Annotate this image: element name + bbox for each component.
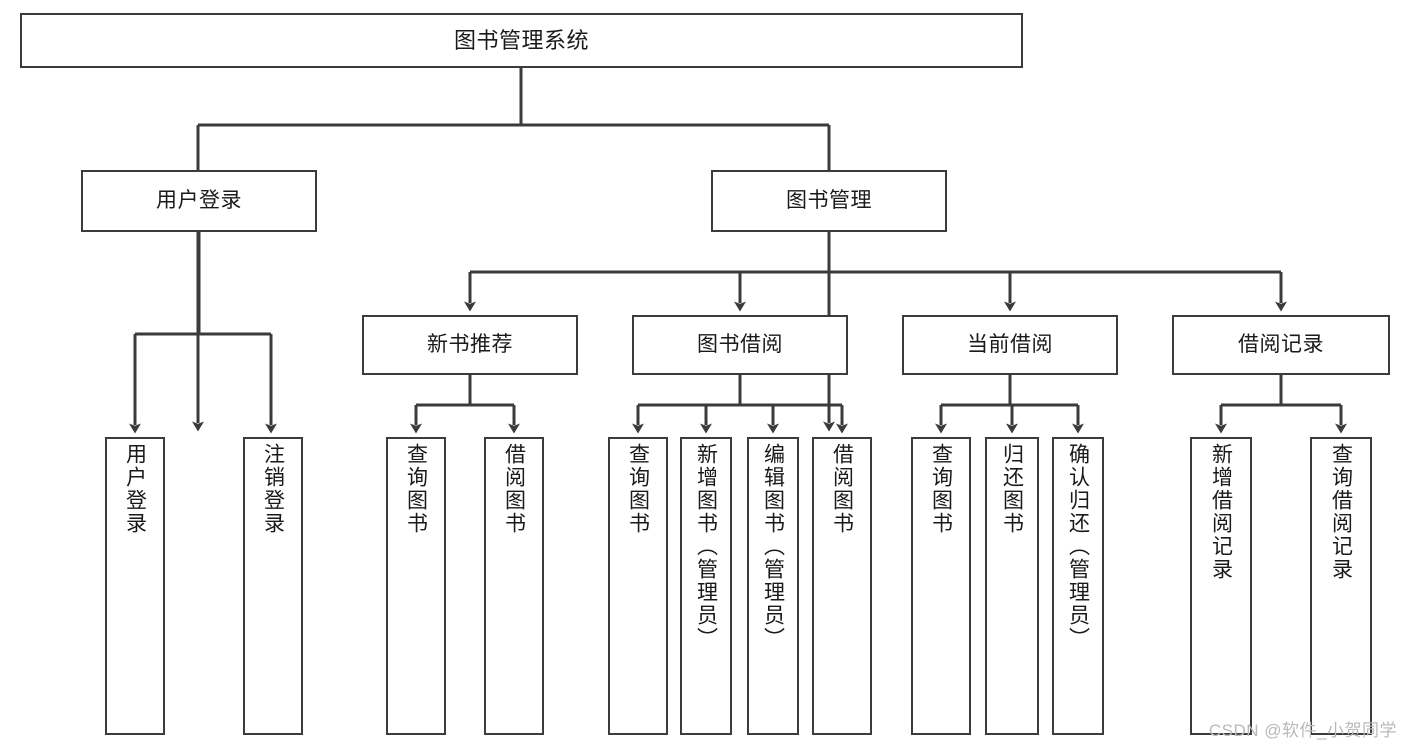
node-group-current-borrow[interactable]: 当前借阅 [902, 315, 1118, 375]
node-leaf-return-book-label: 归还图书 [1000, 443, 1024, 535]
node-leaf-borrow-book-recommend-label: 借阅图书 [502, 443, 526, 535]
node-leaf-query-book-recommend[interactable]: 查询图书 [386, 437, 446, 735]
node-leaf-user-login[interactable]: 用户登录 [105, 437, 165, 735]
node-leaf-confirm-return-admin[interactable]: 确认归还（管理员） [1052, 437, 1104, 735]
node-group-book-borrow[interactable]: 图书借阅 [632, 315, 848, 375]
node-leaf-add-book-admin-label: 新增图书（管理员） [694, 443, 718, 650]
node-leaf-query-book-current-label: 查询图书 [929, 443, 953, 535]
node-group-borrow-records[interactable]: 借阅记录 [1172, 315, 1390, 375]
node-leaf-query-borrow-record[interactable]: 查询借阅记录 [1310, 437, 1372, 735]
node-group-book-borrow-label: 图书借阅 [697, 332, 783, 356]
node-leaf-query-book-borrow[interactable]: 查询图书 [608, 437, 668, 735]
node-leaf-query-borrow-record-label: 查询借阅记录 [1329, 443, 1353, 581]
node-leaf-logout[interactable]: 注销登录 [243, 437, 303, 735]
node-leaf-borrow-book-recommend[interactable]: 借阅图书 [484, 437, 544, 735]
node-group-new-book-recommend-label: 新书推荐 [427, 332, 513, 356]
node-leaf-query-book-current[interactable]: 查询图书 [911, 437, 971, 735]
node-leaf-query-book-recommend-label: 查询图书 [404, 443, 428, 535]
node-branch-book-management[interactable]: 图书管理 [711, 170, 947, 232]
node-leaf-edit-book-admin-label: 编辑图书（管理员） [761, 443, 785, 650]
node-group-current-borrow-label: 当前借阅 [967, 332, 1053, 356]
node-leaf-query-book-borrow-label: 查询图书 [626, 443, 650, 535]
node-leaf-add-book-admin[interactable]: 新增图书（管理员） [680, 437, 732, 735]
node-leaf-borrow-book[interactable]: 借阅图书 [812, 437, 872, 735]
node-root[interactable]: 图书管理系统 [20, 13, 1023, 68]
node-group-borrow-records-label: 借阅记录 [1238, 332, 1324, 356]
node-leaf-user-login-label: 用户登录 [123, 443, 147, 535]
node-root-label: 图书管理系统 [453, 27, 589, 53]
node-leaf-add-borrow-record-label: 新增借阅记录 [1209, 443, 1233, 581]
node-leaf-confirm-return-admin-label: 确认归还（管理员） [1066, 443, 1090, 650]
node-group-new-book-recommend[interactable]: 新书推荐 [362, 315, 578, 375]
node-branch-user-login-label: 用户登录 [156, 188, 242, 212]
node-leaf-logout-label: 注销登录 [261, 443, 285, 535]
node-leaf-edit-book-admin[interactable]: 编辑图书（管理员） [747, 437, 799, 735]
node-leaf-borrow-book-label: 借阅图书 [830, 443, 854, 535]
node-branch-book-management-label: 图书管理 [786, 188, 872, 212]
node-leaf-return-book[interactable]: 归还图书 [985, 437, 1039, 735]
node-branch-user-login[interactable]: 用户登录 [81, 170, 317, 232]
node-leaf-add-borrow-record[interactable]: 新增借阅记录 [1190, 437, 1252, 735]
watermark: CSDN @软件_小贺同学 [1208, 721, 1397, 740]
